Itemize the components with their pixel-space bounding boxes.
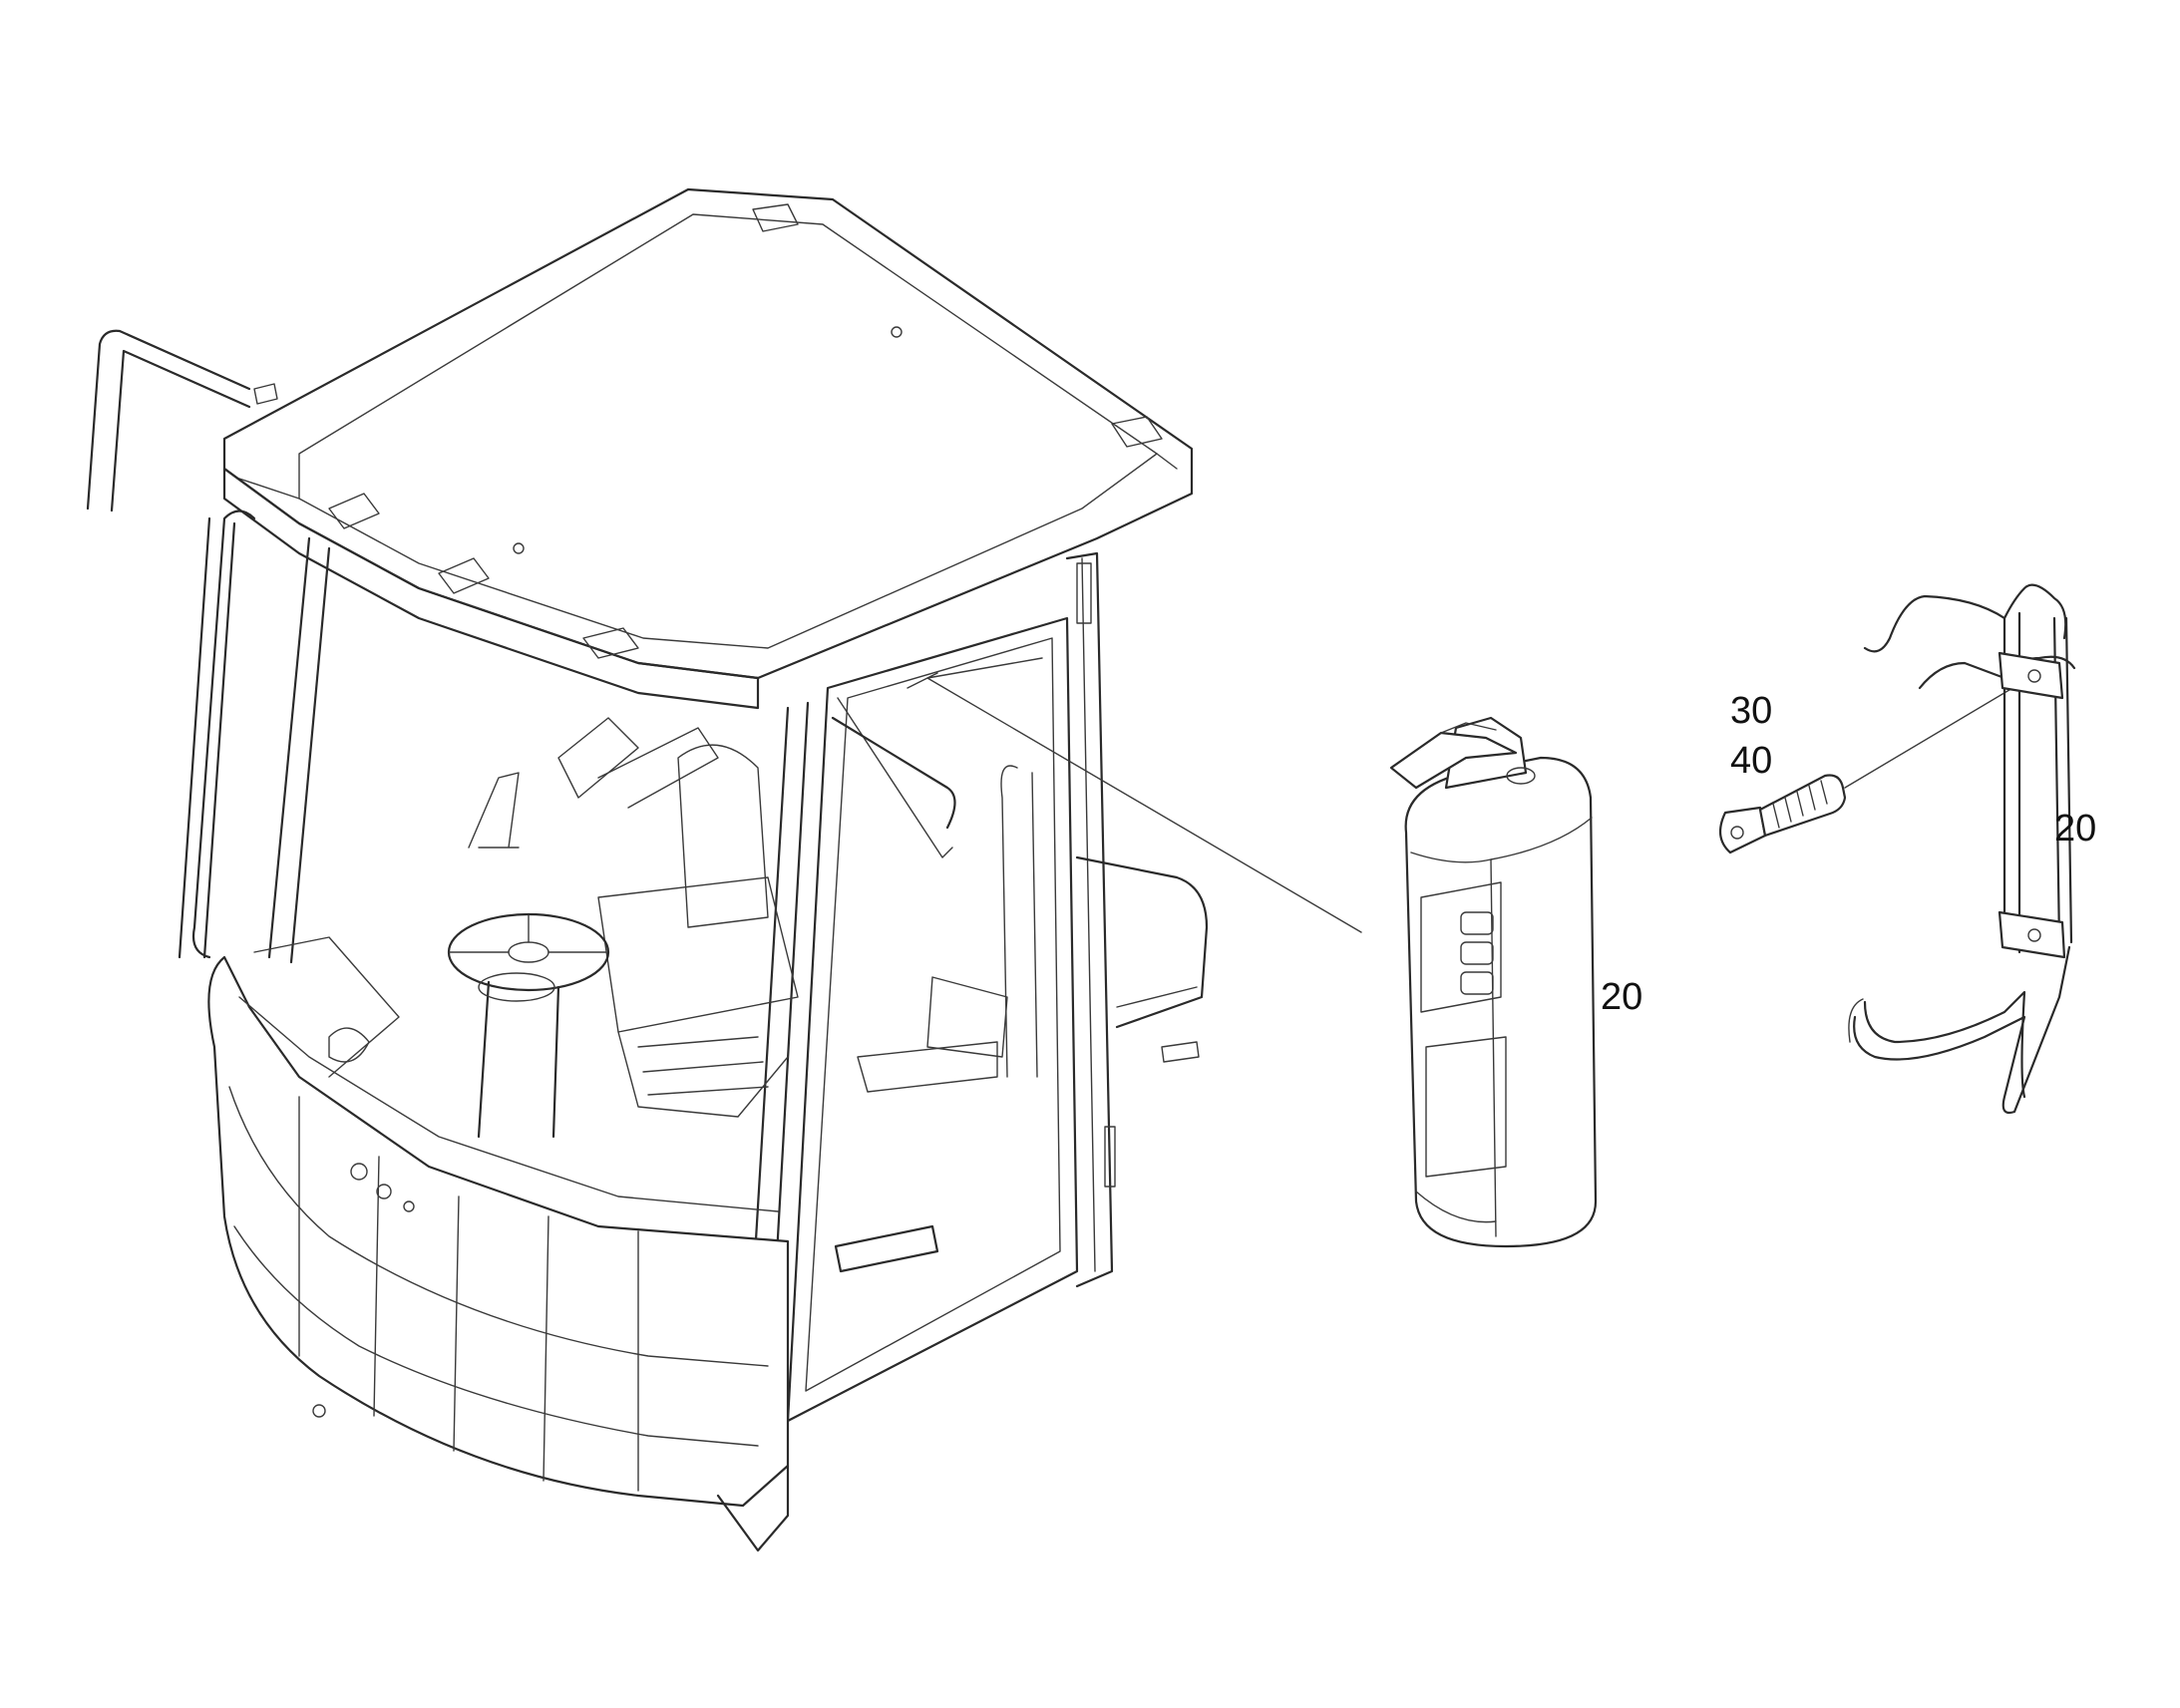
callout-screw-40: 40: [1730, 740, 1772, 782]
callout-screw-30: 30: [1730, 690, 1772, 732]
leader-line-screw: [1844, 677, 2030, 789]
steering-wheel: [447, 912, 610, 1139]
handrail-left: [86, 329, 251, 512]
cab-post-left: [178, 516, 236, 959]
fire-extinguisher: [1389, 716, 1598, 1248]
cab-front-body: [207, 955, 790, 1508]
callout-bracket: 20: [2054, 808, 2096, 850]
roof-panel: [222, 187, 1194, 680]
callout-extinguisher: 20: [1601, 976, 1642, 1018]
cab-door: [786, 616, 1079, 1423]
countersunk-screw: [1718, 677, 2030, 854]
leader-line-extinguisher: [926, 677, 1362, 933]
operator-seat: [597, 744, 799, 1118]
cab-assembly: [86, 187, 1362, 1552]
extinguisher-bracket: [1848, 583, 2076, 1115]
